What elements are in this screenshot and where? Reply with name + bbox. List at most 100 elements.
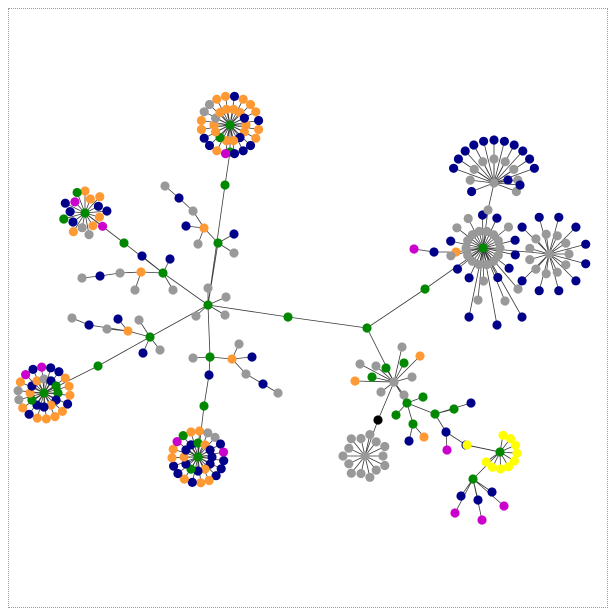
graph-node-navy[interactable] [456,491,466,501]
graph-node-navy[interactable] [492,320,502,330]
graph-node-navy[interactable] [216,464,226,474]
graph-node-navy[interactable] [258,379,268,389]
graph-node-navy[interactable] [404,436,414,446]
graph-node-orange[interactable] [64,381,74,391]
graph-node-navy[interactable] [466,398,476,408]
graph-node-orange[interactable] [415,351,425,361]
graph-node-gray[interactable] [344,443,354,453]
graph-node-navy[interactable] [429,247,439,257]
graph-node-gray[interactable] [552,231,562,241]
graph-node-green[interactable] [119,238,129,248]
graph-node-yellow[interactable] [481,457,491,467]
graph-node-orange[interactable] [32,413,42,423]
graph-node-gray[interactable] [191,311,201,321]
graph-node-green[interactable] [430,409,440,419]
graph-node-navy[interactable] [503,175,513,185]
graph-node-navy[interactable] [193,466,203,476]
graph-node-navy[interactable] [510,250,520,260]
graph-node-green[interactable] [399,358,409,368]
graph-node-navy[interactable] [446,236,456,246]
graph-node-green[interactable] [225,120,235,130]
graph-node-navy[interactable] [534,212,544,222]
graph-node-navy[interactable] [464,273,474,283]
graph-node-gray[interactable] [489,256,499,266]
graph-node-yellow[interactable] [509,456,519,466]
graph-node-navy[interactable] [68,217,78,227]
graph-node-navy[interactable] [63,399,73,409]
graph-node-navy[interactable] [199,133,209,143]
graph-node-gray[interactable] [561,260,571,270]
graph-node-orange[interactable] [50,412,60,422]
graph-node-magenta[interactable] [220,149,231,159]
graph-node-gray[interactable] [168,285,178,295]
graph-node-gray[interactable] [365,430,375,440]
graph-node-gray[interactable] [469,164,479,174]
graph-node-gray[interactable] [397,342,407,352]
graph-node-black[interactable] [373,415,383,425]
graph-node-gray[interactable] [493,236,503,246]
graph-node-orange[interactable] [350,376,360,386]
graph-node-magenta[interactable] [450,508,460,518]
graph-node-navy[interactable] [60,198,70,208]
graph-node-orange[interactable] [200,464,210,474]
graph-node-navy[interactable] [245,140,256,151]
graph-node-gray[interactable] [474,260,484,270]
graph-node-gray[interactable] [204,99,215,110]
graph-node-gray[interactable] [115,268,125,278]
graph-node-green[interactable] [367,372,377,382]
graph-node-gray[interactable] [531,264,541,274]
graph-node-gray[interactable] [513,284,523,294]
graph-node-navy[interactable] [493,272,503,283]
graph-node-orange[interactable] [227,354,237,364]
graph-node-orange[interactable] [57,406,67,416]
graph-node-navy[interactable] [473,495,483,505]
graph-node-gray[interactable] [483,205,493,215]
graph-node-green[interactable] [203,300,213,310]
graph-node-yellow[interactable] [487,462,498,472]
graph-node-gray[interactable] [544,249,554,259]
graph-node-navy[interactable] [181,459,191,469]
graph-node-gray[interactable] [500,296,510,306]
graph-node-navy[interactable] [510,235,520,245]
graph-node-gray[interactable] [84,230,94,240]
graph-node-gray[interactable] [193,239,203,249]
graph-node-gray[interactable] [463,250,473,260]
graph-node-navy[interactable] [453,154,463,164]
graph-node-magenta[interactable] [70,197,80,207]
graph-node-orange[interactable] [196,115,206,126]
graph-node-green[interactable] [362,323,372,333]
graph-node-gray[interactable] [380,460,390,471]
graph-node-magenta[interactable] [21,370,31,380]
graph-node-green[interactable] [449,404,459,414]
graph-node-gray[interactable] [564,249,574,259]
graph-node-orange[interactable] [211,127,221,137]
graph-node-navy[interactable] [467,186,477,197]
graph-node-navy[interactable] [229,91,240,101]
graph-node-gray[interactable] [552,267,562,277]
graph-node-navy[interactable] [509,140,519,150]
graph-node-gray[interactable] [473,295,483,305]
graph-node-navy[interactable] [205,445,215,455]
graph-node-orange[interactable] [241,120,251,130]
graph-node-gray[interactable] [13,386,23,396]
graph-node-navy[interactable] [525,154,535,164]
graph-node-navy[interactable] [504,263,514,273]
graph-node-navy[interactable] [207,452,217,462]
graph-node-navy[interactable] [499,136,509,146]
graph-node-magenta[interactable] [98,221,108,231]
graph-node-orange[interactable] [196,124,206,135]
graph-node-gray[interactable] [14,395,24,405]
graph-node-orange[interactable] [238,94,248,104]
graph-node-gray[interactable] [482,260,492,270]
graph-node-navy[interactable] [492,213,502,223]
graph-node-gray[interactable] [203,428,213,438]
graph-node-navy[interactable] [204,140,215,151]
graph-node-navy[interactable] [554,212,564,222]
graph-node-green[interactable] [72,187,82,198]
graph-node-yellow[interactable] [512,448,522,458]
graph-node-yellow[interactable] [462,440,472,450]
graph-node-gray[interactable] [221,292,231,302]
graph-node-green[interactable] [418,392,428,402]
graph-node-orange[interactable] [194,426,205,436]
graph-node-navy[interactable] [93,201,103,211]
